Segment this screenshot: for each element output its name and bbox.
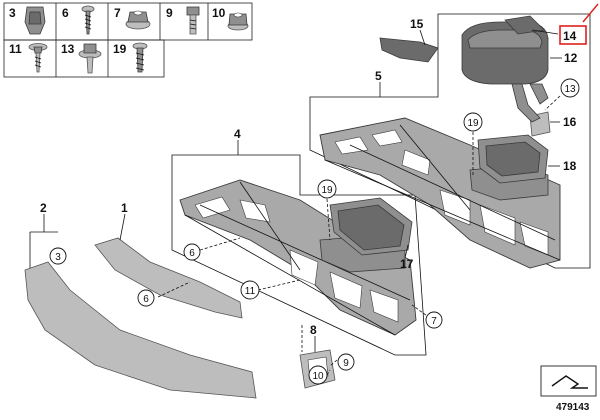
callout-9: 9 xyxy=(343,358,349,369)
legend-label-7: 7 xyxy=(114,6,121,20)
callout-12: 12 xyxy=(564,51,578,65)
side-trim-left xyxy=(24,261,257,399)
callout-7: 7 xyxy=(431,316,437,327)
callout-15: 15 xyxy=(410,17,424,31)
rear-storage-tray xyxy=(477,134,549,184)
front-storage-tray xyxy=(329,197,413,256)
callout-11: 11 xyxy=(245,286,256,297)
armrest-pad xyxy=(504,15,545,35)
legend-label-9: 9 xyxy=(166,6,173,20)
legend-label-13: 13 xyxy=(61,42,75,56)
console-symbol-icon xyxy=(551,375,588,389)
callout-13: 13 xyxy=(564,84,576,95)
flange-nut-icon xyxy=(125,10,151,30)
callout-18: 18 xyxy=(563,159,577,173)
callout-14: 14 xyxy=(563,29,577,43)
callout-17: 17 xyxy=(400,257,414,271)
callout-6-lower: 6 xyxy=(143,294,149,305)
legend-label-11: 11 xyxy=(9,42,22,56)
legend-label-10: 10 xyxy=(212,6,226,20)
callout-16: 16 xyxy=(563,115,577,129)
assembly-5-outline xyxy=(309,13,591,269)
diagram-number: 479143 xyxy=(556,402,590,413)
washer-screw-icon xyxy=(28,43,48,73)
callout-2: 2 xyxy=(40,201,47,215)
callout-8: 8 xyxy=(310,323,317,337)
clip-icon xyxy=(24,6,46,35)
flange-bolt-icon xyxy=(78,43,102,74)
callout-10: 10 xyxy=(312,371,324,382)
callout-1: 1 xyxy=(121,201,128,215)
hex-nut-icon xyxy=(227,12,249,31)
highlight-arrow xyxy=(582,3,599,23)
highlight-box-14 xyxy=(559,25,587,45)
legend-label-19: 19 xyxy=(113,42,127,56)
bolt-icon xyxy=(186,6,200,35)
callout-labels: 1 2 4 5 8 12 14 15 16 17 18 xyxy=(40,17,578,337)
side-trim-right xyxy=(94,237,243,319)
assembly-4-outline xyxy=(171,154,427,356)
self-tapping-screw-icon xyxy=(132,42,148,73)
legend-label-3: 3 xyxy=(9,6,16,20)
diagram-id-box: 479143 xyxy=(540,365,597,413)
callout-6-upper: 6 xyxy=(189,248,195,259)
leader-lines xyxy=(29,29,562,376)
callout-4: 4 xyxy=(234,127,241,141)
legend-label-6: 6 xyxy=(62,6,69,20)
callout-5: 5 xyxy=(375,69,382,83)
callout-19-rear: 19 xyxy=(467,118,479,129)
trim-panel xyxy=(379,37,439,63)
callout-19-front: 19 xyxy=(321,185,333,196)
callout-3: 3 xyxy=(55,252,61,263)
screw-icon xyxy=(81,5,95,35)
circled-callouts: 3 6 6 11 7 9 10 19 19 13 xyxy=(49,78,580,385)
armrest xyxy=(461,21,549,123)
fastener-legend: 3 6 7 9 10 xyxy=(3,2,253,78)
